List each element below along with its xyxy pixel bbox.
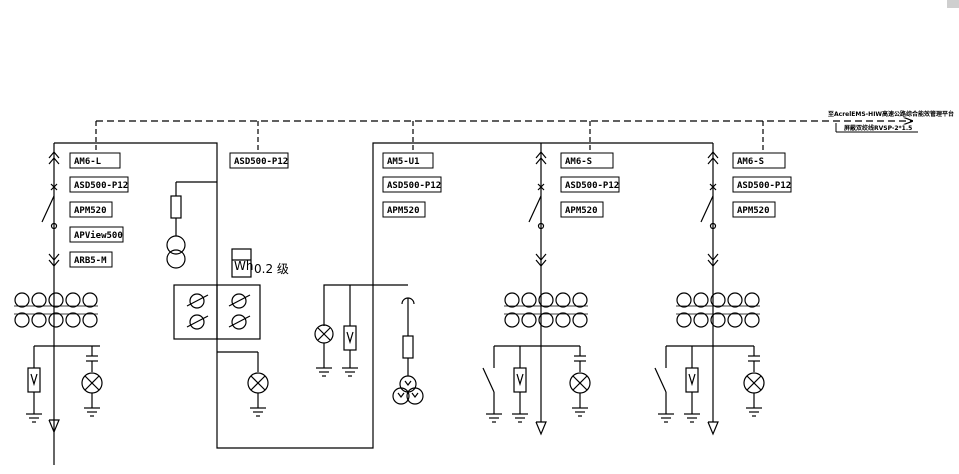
device-box (229, 152, 289, 169)
incoming-circuit (314, 284, 424, 405)
platform-label: 至AcrelEMS-HIW高速公路综合能效管理平台 (828, 110, 954, 118)
device-box (69, 226, 124, 243)
incoming-surge-arrester (343, 325, 357, 351)
device-label: ASD500-P12 (234, 157, 288, 167)
feeder2-switch-blade (528, 195, 542, 223)
device-box (560, 152, 614, 169)
device-box (732, 152, 786, 169)
busbar-main (54, 142, 713, 449)
meter-icon-text: Wh (234, 259, 253, 273)
device-box (732, 176, 792, 193)
energy-meter-box (231, 248, 252, 278)
device-box (560, 201, 604, 218)
device-label: AM6-L (74, 157, 102, 167)
pt-fuse (170, 195, 182, 219)
window-corner-decoration (947, 0, 959, 8)
feeder2-device-list: AM6-S ASD500-P12 APM520 (560, 152, 620, 218)
feeder1-cable-end (48, 419, 60, 434)
device-label: APM520 (387, 206, 420, 216)
meter-class-label: 0.2 级 (254, 262, 289, 276)
feeder2-cable-end (535, 421, 547, 436)
pt-device-list: ASD500-P12 (229, 152, 289, 169)
feeder1-lower-connector (48, 253, 60, 261)
feeder2-earth-switch (482, 367, 495, 393)
device-label: AM6-S (737, 157, 764, 167)
device-label: APView500 (74, 230, 123, 241)
device-label: APM520 (565, 206, 598, 216)
feeder1-switch-blade (41, 195, 55, 223)
transformer-fuse (402, 335, 414, 359)
pt-circuit (166, 182, 269, 417)
device-box (69, 251, 113, 268)
feeder3-switch-blade (700, 195, 714, 223)
feeder3-cable-end (707, 421, 719, 436)
feeder3-ct-cluster (676, 292, 760, 328)
feeder1-device-list: AM6-L ASD500-P12 APM520 APView500 ARB5-M (69, 152, 129, 268)
pt-transformer-top (166, 235, 186, 255)
feeder1-surge-arrester (27, 367, 41, 393)
device-box (69, 201, 113, 218)
incoming-tap-line (323, 284, 373, 326)
device-label: APM520 (737, 206, 770, 216)
protocol-label: 屏蔽双绞线RVSP-2*1.5 (843, 124, 912, 132)
power-transformer (392, 375, 424, 405)
device-label: AM5-U1 (387, 157, 420, 167)
device-box (382, 201, 426, 218)
communication-bus (95, 121, 912, 152)
device-label: ASD500-P12 (74, 181, 128, 191)
pt-transformer-bottom (166, 249, 186, 269)
device-label: ASD500-P12 (565, 181, 619, 191)
device-label: APM520 (74, 206, 107, 216)
feeder2-circuit (482, 143, 591, 436)
device-box (732, 201, 776, 218)
feeder1-circuit (14, 143, 103, 465)
feeder1-upper-connector (48, 151, 60, 159)
device-label: ASD500-P12 (387, 181, 441, 191)
feeder2-ct-cluster (504, 292, 588, 328)
device-label: AM6-S (565, 157, 592, 167)
device-box (382, 176, 442, 193)
device-box (382, 152, 434, 169)
device-box (69, 152, 121, 169)
feeder3-device-list: AM6-S ASD500-P12 APM520 (732, 152, 792, 218)
incoming-device-list: AM5-U1 ASD500-P12 APM520 (382, 152, 442, 218)
feeder1-switch-contact (50, 222, 58, 230)
feeder1-ct-cluster (14, 292, 98, 328)
feeder3-earth-switch (654, 367, 667, 393)
device-box (560, 176, 620, 193)
device-label: ASD500-P12 (737, 181, 791, 191)
device-box (69, 176, 129, 193)
feeder3-circuit (654, 143, 765, 436)
device-label: ARB5-M (74, 256, 107, 266)
